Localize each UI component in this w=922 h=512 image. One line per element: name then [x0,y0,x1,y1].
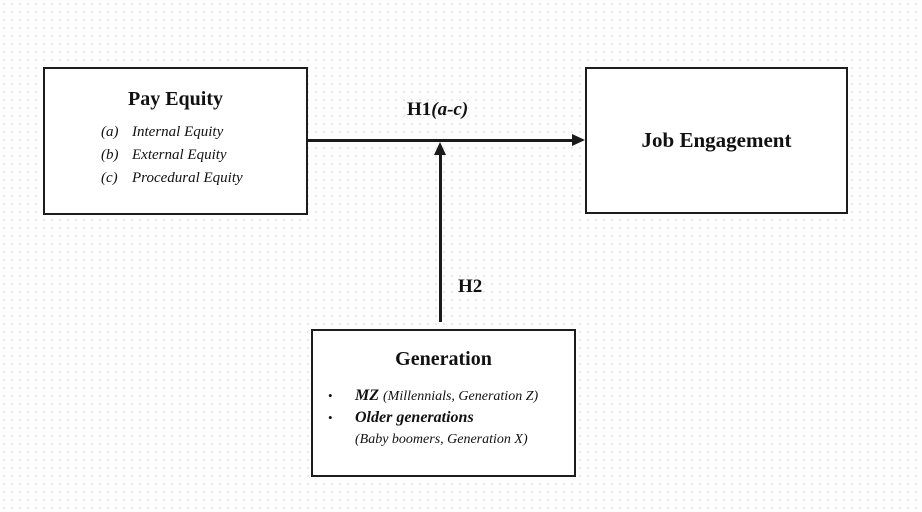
item-label: Internal Equity [132,124,224,140]
item-marker: (b) [101,147,119,163]
generation-title: Generation [395,348,492,370]
list-item: • Older generations (Baby boomers, Genera… [328,407,574,450]
list-item: (a) Internal Equity [101,121,306,144]
h1-arrowhead-icon [572,134,585,146]
generation-group-name: Older generations [355,409,474,426]
list-item: (b) External Equity [101,144,306,167]
list-item: (c) Procedural Equity [101,167,306,190]
bullet-icon: • [328,410,333,425]
h1-label-prefix: H1 [407,99,432,120]
pay-equity-list: (a) Internal Equity (b) External Equity … [45,121,306,190]
generation-item-text: Older generations (Baby boomers, Generati… [355,407,528,450]
h2-arrowhead-icon [434,142,446,155]
h1-label: H1(a-c) [407,99,468,121]
generation-box: Generation • MZ (Millennials, Generation … [311,329,576,477]
job-engagement-box: Job Engagement [585,67,848,214]
generation-group-note: (Millennials, Generation Z) [383,389,539,404]
generation-item-text: MZ (Millennials, Generation Z) [355,385,538,407]
bullet-icon: • [328,388,333,403]
pay-equity-box: Pay Equity (a) Internal Equity (b) Exter… [43,67,308,215]
job-engagement-title: Job Engagement [641,128,792,152]
generation-group-name: MZ [355,387,379,404]
item-marker: (c) [101,170,118,186]
h2-label: H2 [458,276,483,297]
generation-list: • MZ (Millennials, Generation Z) • Older … [313,385,574,450]
item-marker: (a) [101,124,119,140]
pay-equity-title: Pay Equity [127,88,224,110]
h2-arrow-line [439,154,442,322]
generation-group-note: (Baby boomers, Generation X) [355,432,528,447]
list-item: • MZ (Millennials, Generation Z) [328,385,574,407]
h1-arrow-line [307,139,574,142]
h1-label-suffix: (a-c) [431,99,469,120]
item-label: External Equity [132,147,227,163]
item-label: Procedural Equity [132,170,243,186]
